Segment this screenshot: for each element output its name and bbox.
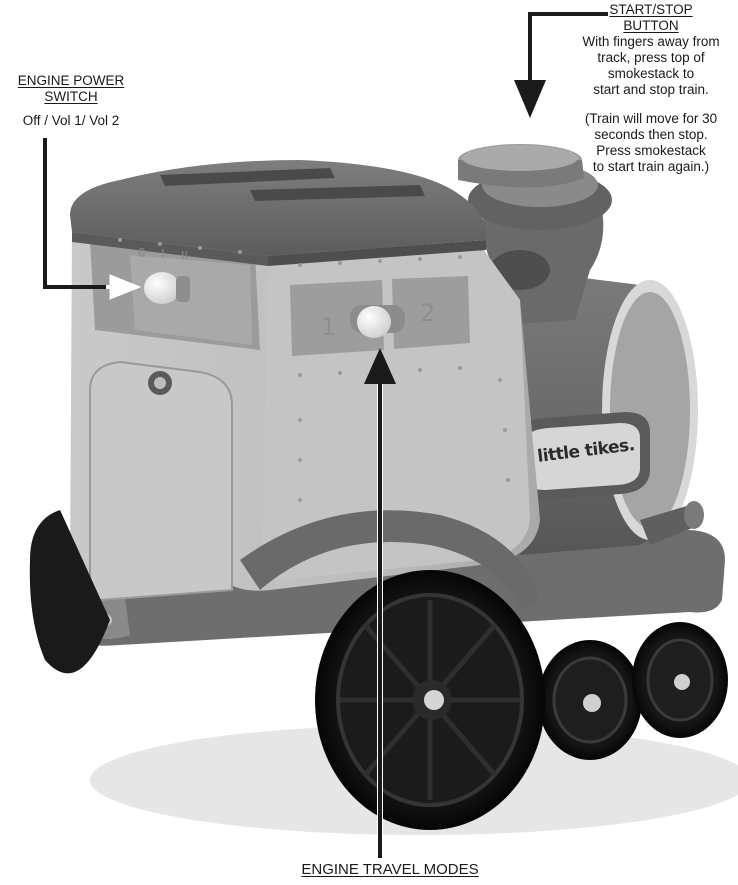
engine-travel-modes-callout: ENGINE TRAVEL MODES	[240, 862, 540, 878]
power-switch-arrow	[43, 138, 142, 300]
travel-mode-label-2: 2	[420, 299, 436, 327]
wheel-left	[29, 510, 110, 674]
start-stop-arrow	[514, 12, 608, 118]
start-stop-note-line: Press smokestack	[596, 143, 706, 158]
start-stop-note-line: (Train will move for 30	[584, 111, 718, 126]
front-panel-right	[392, 276, 470, 349]
start-stop-heading-line1: START/STOP	[609, 2, 693, 17]
start-stop-heading-line2: BUTTON	[623, 18, 679, 33]
switch-mark-off: 0	[138, 246, 146, 260]
front-wheel-fender	[240, 510, 540, 610]
engine-power-switch-knob	[144, 272, 180, 304]
travel-modes-arrow	[364, 348, 396, 858]
switch-mark-vol1: I	[161, 247, 165, 261]
start-stop-button-callout: START/STOP BUTTON With fingers away from…	[565, 2, 737, 175]
engine-power-switch-callout: ENGINE POWER SWITCH Off / Vol 1/ Vol 2	[2, 73, 140, 129]
power-switch-heading-line2: SWITCH	[44, 89, 98, 104]
front-panel-left	[290, 280, 384, 356]
start-stop-instruction-line: track, press top of	[597, 50, 705, 65]
start-stop-note-line: seconds then stop.	[594, 127, 708, 142]
travel-mode-label-1: 1	[321, 313, 337, 341]
travel-mode-knob	[357, 306, 391, 338]
start-stop-instruction-line: smokestack to	[607, 66, 695, 81]
power-switch-heading-line1: ENGINE POWER	[17, 73, 125, 88]
power-switch-modes: Off / Vol 1/ Vol 2	[22, 113, 120, 128]
switch-mark-vol2: II	[181, 249, 189, 263]
travel-modes-heading: ENGINE TRAVEL MODES	[301, 861, 479, 878]
start-stop-instruction-line: start and stop train.	[593, 82, 709, 97]
cab-door	[89, 360, 233, 602]
start-stop-instruction-line: With fingers away from	[582, 34, 720, 49]
start-stop-note-line: to start train again.)	[592, 159, 710, 174]
